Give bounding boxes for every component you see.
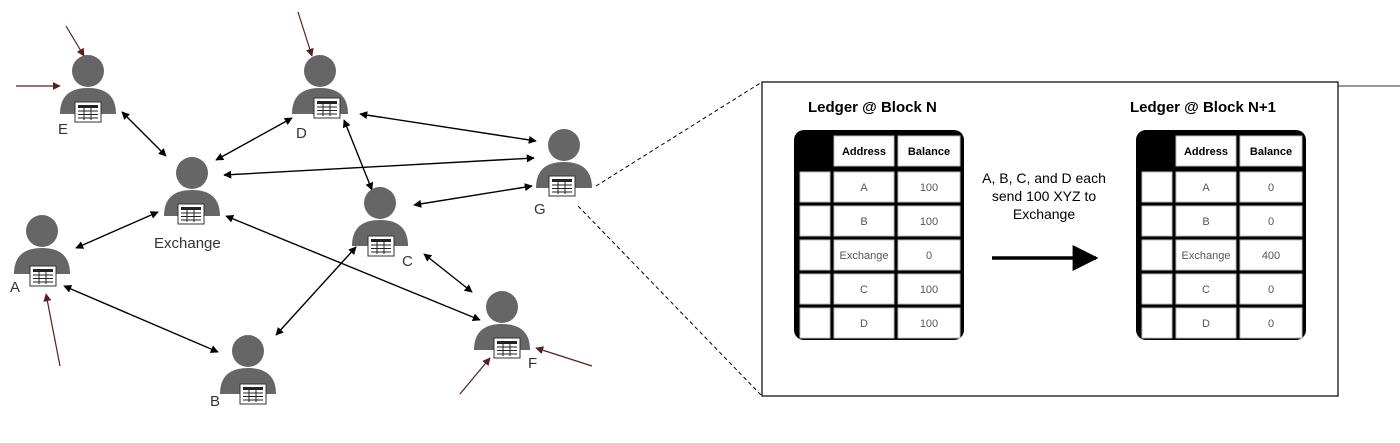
transaction-text-line-2: send 100 XYZ to [992,188,1097,204]
ledger-after-row: B 0 [1141,205,1303,237]
ledger-after-balance-a: 0 [1268,182,1274,194]
ledger-table-icon [29,265,57,287]
ledger-before-address-a: A [860,182,868,194]
node-label-a: A [10,279,20,296]
incoming-arrow-f-right [535,346,593,367]
node-c: C [352,187,413,270]
ledger-after-header-balance: Balance [1250,146,1292,158]
incoming-arrow-f-bottom [459,357,491,395]
ledger-after-address-c: C [1202,284,1210,296]
ledger-after-header-row: Address Balance [1175,135,1303,167]
ledger-before-row: A 100 [799,171,961,203]
person-icon [60,55,116,114]
ledger-after-address-exchange: Exchange [1182,250,1231,262]
ledger-before-balance-c: 100 [920,284,938,296]
node-e: E [58,55,116,138]
edge-c-f [423,253,473,293]
ledger-before-header-row: Address Balance [833,135,961,167]
ledger-before-header-address: Address [842,146,886,158]
ledger-after-row: C 0 [1141,273,1303,305]
transaction-text-line-1: A, B, C, and D each [982,170,1106,186]
ledger-before-balance-b: 100 [920,216,938,228]
node-exchange: Exchange [154,157,221,252]
ledger-after-corner-block [1140,134,1172,168]
edge-exchange-d [215,117,293,161]
incoming-arrow-a-bottom [43,293,61,367]
ledger-before-address-d: D [860,318,868,330]
zoom-callout [577,81,1400,397]
ledger-before-header-balance: Balance [908,146,950,158]
node-label-d: D [296,125,307,142]
ledger-table-icon [313,97,341,119]
ledger-before: Ledger @ Block N Address Balance A 100 B… [794,99,964,340]
ledger-before-corner-block [798,134,830,168]
ledger-after-balance-exchange: 400 [1262,250,1280,262]
ledger-table-icon [239,383,267,405]
edge-exchange-g [223,154,535,179]
node-g: G [534,129,592,218]
edge-e-exchange [121,111,167,157]
incoming-arrow-d-top [297,11,314,57]
network-edges [63,111,537,353]
ledger-before-balance-a: 100 [920,182,938,194]
ledger-after-address-d: D [1202,318,1210,330]
ledger-before-address-c: C [860,284,868,296]
ledger-after: Ledger @ Block N+1 Address Balance A 0 B… [1130,99,1306,340]
node-label-g: G [534,201,546,218]
transaction-description: A, B, C, and D each send 100 XYZ to Exch… [982,170,1106,271]
ledger-before-address-b: B [860,216,867,228]
node-label-e: E [58,121,68,138]
edge-a-b [63,285,219,353]
person-icon [14,215,70,274]
callout-line-top [595,81,763,187]
node-label-f: F [528,355,537,372]
node-label-exchange: Exchange [154,235,221,252]
ledger-after-row: D 0 [1141,307,1303,339]
callout-line-bottom [577,205,763,397]
incoming-arrows [16,11,593,395]
transaction-text-line-3: Exchange [1013,206,1075,222]
ledger-after-row: Exchange 400 [1141,239,1303,271]
ledger-after-balance-b: 0 [1268,216,1274,228]
ledger-table-icon [177,203,205,225]
node-d: D [292,55,348,142]
node-label-c: C [402,253,413,270]
ledger-before-row: Exchange 0 [799,239,961,271]
ledger-before-row: C 100 [799,273,961,305]
ledger-table-icon [367,235,395,257]
edge-d-g [359,111,537,144]
ledger-before-row: D 100 [799,307,961,339]
ledger-after-header-address: Address [1184,146,1228,158]
ledger-before-address-exchange: Exchange [840,250,889,262]
ledger-before-title: Ledger @ Block N [808,99,937,116]
node-b: B [210,335,276,410]
ledger-table-icon [548,175,576,197]
ledger-table-icon [493,337,521,359]
edge-c-g [413,183,533,208]
edge-c-b [275,246,357,336]
edge-d-c [342,119,374,191]
ledger-table-icon [74,101,102,123]
ledger-after-title: Ledger @ Block N+1 [1130,99,1276,116]
ledger-after-balance-c: 0 [1268,284,1274,296]
ledger-before-row: B 100 [799,205,961,237]
node-a: A [10,215,70,296]
node-f: F [474,291,537,372]
incoming-arrow-e-top [65,25,85,57]
edge-exchange-a [75,211,159,249]
ledger-after-row: A 0 [1141,171,1303,203]
ledger-before-balance-d: 100 [920,318,938,330]
ledger-after-balance-d: 0 [1268,318,1274,330]
node-label-b: B [210,393,220,410]
ledger-after-address-b: B [1202,216,1209,228]
ledger-after-address-a: A [1202,182,1210,194]
ledger-before-balance-exchange: 0 [926,250,932,262]
